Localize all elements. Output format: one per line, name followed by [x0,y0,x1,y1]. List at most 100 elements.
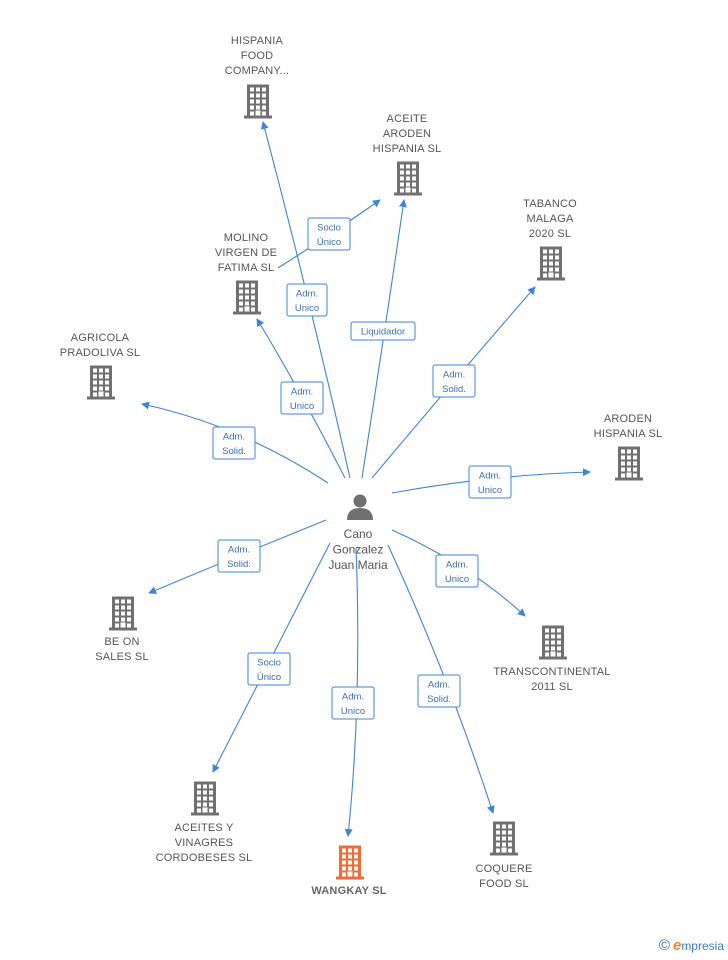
building-icon [233,280,261,315]
relation-text: Adm. [446,559,468,570]
company-label: VINAGRES [175,837,233,849]
relation-box[interactable] [217,539,261,573]
relation-text: Liquidador [361,327,405,338]
relation-box[interactable] [432,364,476,398]
company-node-be-on-sales[interactable]: BE ON SALES SL [95,596,149,664]
company-label: ARODEN [604,413,652,425]
relation-box[interactable] [331,686,375,720]
relation-label-aroden-hispania[interactable]: Adm. Unico [468,465,512,499]
company-node-agricola-pradoliva[interactable]: AGRICOLA PRADOLIVA SL [60,332,140,400]
company-label: PRADOLIVA SL [60,347,140,359]
relation-label-hispania-food[interactable]: Adm. Unico [286,283,328,317]
relation-text: Adm. [291,386,313,397]
company-node-molino-virgen[interactable]: MOLINO VIRGEN DE FATIMA SL [215,232,277,315]
relation-text: Socio [257,657,281,668]
relations-layer: Adm.UnicoLiquidadorSocioÚnicoAdm.Solid.A… [212,217,512,720]
building-icon [244,84,272,119]
relation-label-coquere-food[interactable]: Adm. Solid. [417,674,461,708]
relation-text: Solid. [227,559,251,570]
company-label: 2011 SL [531,681,573,693]
company-node-coquere-food[interactable]: COQUERE FOOD SL [475,821,532,891]
company-node-aroden-hispania[interactable]: ARODEN HISPANIA SL [594,413,663,481]
building-icon [336,845,364,880]
relation-text: Adm. [223,431,245,442]
relation-label-aceite-aroden[interactable]: Liquidador [350,321,416,341]
building-icon [539,625,567,660]
company-node-aceites-vinagres[interactable]: ACEITES Y VINAGRES CORDOBESES SL [156,781,253,865]
building-icon [191,781,219,816]
company-node-transcontinental[interactable]: TRANSCONTINENTAL 2011 SL [493,625,610,694]
company-node-aceite-aroden[interactable]: ACEITE ARODEN HISPANIA SL [373,113,442,196]
company-label: HISPANIA SL [594,428,663,440]
company-label: SALES SL [95,651,149,663]
relation-label-tabanco-malaga[interactable]: Adm. Solid. [432,364,476,398]
relation-box[interactable] [417,674,461,708]
relation-text: Adm. [228,544,250,555]
relation-text: Adm. [428,679,450,690]
relation-box[interactable] [280,381,324,415]
company-label: TRANSCONTINENTAL [493,666,610,678]
company-label: FOOD SL [479,878,529,890]
relation-box[interactable] [286,283,328,317]
company-node-wangkay[interactable]: WANGKAY SL [311,845,387,898]
relation-text: Unico [478,485,502,496]
relation-box[interactable] [350,321,416,341]
relation-box[interactable] [468,465,512,499]
company-label: BE ON [104,636,139,648]
relation-text: Adm. [479,470,501,481]
person-icon [347,494,373,520]
company-label: ACEITES Y [174,822,234,834]
relation-label-wangkay[interactable]: Adm.Unico [331,686,375,720]
relation-text: Socio [317,222,341,233]
relation-label-molino-virgen[interactable]: Adm.Unico [280,381,324,415]
relation-box[interactable] [212,426,256,460]
company-label: ACEITE [387,113,428,125]
person-name: Gonzalez [333,543,384,557]
company-label: CORDOBESES SL [156,852,253,864]
company-label: 2020 SL [529,228,571,240]
empresia-logo-initial: e [672,937,682,954]
building-icon [490,821,518,856]
relation-label-agricola-pradoliva[interactable]: Adm. Solid. [212,426,256,460]
person-name: Cano [344,527,373,541]
relation-text: Único [257,672,281,683]
empresia-logo-text: mpresia [681,939,724,953]
relation-text: Unico [445,574,469,585]
building-icon [615,446,643,481]
relation-label-be-on-sales[interactable]: Adm. Solid. [217,539,261,573]
relation-box[interactable] [435,554,479,588]
copyright-icon: © [658,937,670,954]
relation-text: Único [317,237,341,248]
relation-box[interactable] [307,217,351,251]
company-node-hispania-food[interactable]: HISPANIAFOODCOMPANY... [225,35,290,119]
building-icon [87,365,115,400]
company-label: HISPANIA SL [373,143,442,155]
relation-text: Adm. [296,288,318,299]
relation-text: Adm. [443,369,465,380]
relation-text: Solid. [427,694,451,705]
company-label: MOLINO [224,232,269,244]
company-label: VIRGEN DE [215,247,277,259]
company-label: COMPANY... [225,65,290,77]
building-icon [537,246,565,281]
company-label: ARODEN [383,128,431,140]
relation-box[interactable] [247,652,291,686]
company-label: COQUERE [475,863,532,875]
relation-text: Unico [341,706,365,717]
company-label: MALAGA [526,213,574,225]
company-label: FOOD [241,50,274,62]
edges-layer [141,121,591,837]
empresia-brand[interactable]: ©empresia [659,937,724,954]
relation-label-transcontinental[interactable]: Adm. Unico [435,554,479,588]
relation-text: Unico [295,303,319,314]
company-label: AGRICOLA [71,332,130,344]
relation-text: Solid. [222,446,246,457]
company-label: WANGKAY SL [311,885,386,897]
company-label: FATIMA SL [218,262,275,274]
relation-text: Solid. [442,384,466,395]
person-name: Juan Maria [328,558,388,572]
